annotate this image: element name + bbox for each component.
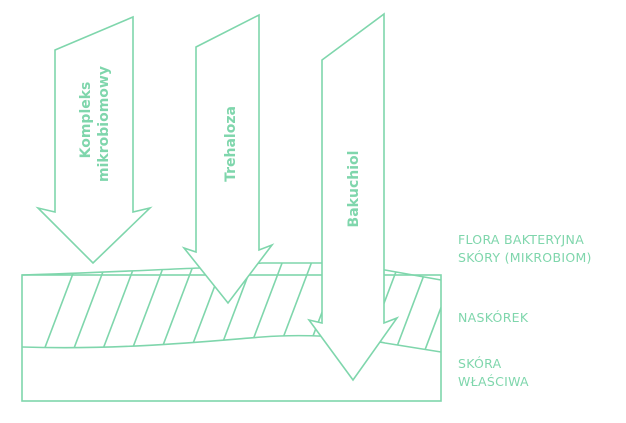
arrow-label-line: mikrobiomowy <box>96 66 112 182</box>
layer-label-dermis: WŁAŚCIWA <box>458 374 529 389</box>
hatch-line <box>407 263 441 352</box>
arrow-kompleks <box>35 15 153 265</box>
hatch-line <box>231 263 286 352</box>
hatch-line <box>377 263 433 352</box>
arrow-label-bakuchiol: Bakuchiol <box>346 151 362 228</box>
hatch-line <box>114 263 169 352</box>
arrow-label-line: Kompleks <box>78 82 94 159</box>
hatch-line <box>260 263 316 352</box>
layer-label-microbiome: SKÓRY (MIKROBIOM) <box>458 250 592 265</box>
arrow-label-trehaloza: Trehaloza <box>223 106 239 182</box>
hatch-line <box>84 263 140 352</box>
layer-label-microbiome: FLORA BAKTERYJNA <box>458 232 584 247</box>
arrow-trehaloza <box>181 13 275 305</box>
arrow-bakuchiol <box>307 12 400 382</box>
hatch-line <box>143 263 198 352</box>
hatch-line <box>26 263 81 352</box>
hatch-line <box>55 263 111 352</box>
layer-label-dermis: SKÓRA <box>458 356 502 371</box>
layer-label-epidermis: NASKÓREK <box>458 310 529 325</box>
